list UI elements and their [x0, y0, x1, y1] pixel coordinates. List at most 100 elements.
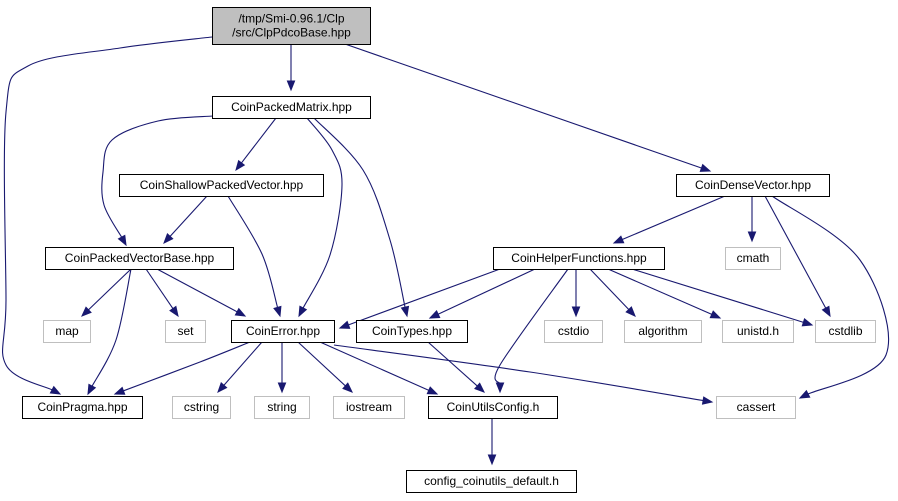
- edge-arrowhead: [428, 310, 441, 319]
- node-label: cassert: [737, 400, 776, 414]
- node-label: set: [177, 324, 194, 338]
- edge-arrowhead: [426, 386, 439, 395]
- node-cstdlib: cstdlib: [815, 320, 876, 343]
- edge-coinerror-to-iostream: [297, 341, 353, 393]
- node-set: set: [165, 320, 206, 343]
- node-cmath: cmath: [725, 247, 781, 270]
- edge-coinpackedvectorbase-to-coinerror: [156, 268, 247, 317]
- node-label: CoinShallowPackedVector.hpp: [140, 178, 304, 192]
- edge-arrowhead: [338, 320, 351, 329]
- node-box: [725, 247, 781, 270]
- node-box: [544, 320, 603, 343]
- node-label: cmath: [737, 251, 770, 265]
- edge-coinerror-to-coinutilsconfig: [319, 341, 439, 395]
- edge-arrowhead: [277, 382, 287, 394]
- edge-line: [297, 341, 347, 387]
- edge-coinpackedvectorbase-to-map: [81, 268, 132, 317]
- edge-line: [344, 43, 703, 169]
- node-label: cstring: [184, 400, 219, 414]
- node-box: [428, 396, 558, 419]
- edge-line: [91, 268, 132, 388]
- edge-coinhelperfunctions-to-coinutilsconfig: [494, 268, 569, 394]
- edge-coinhelperfunctions-to-algorithm: [589, 268, 636, 317]
- edge-arrowhead: [798, 389, 811, 399]
- edge-line: [101, 115, 214, 239]
- node-coinhelperfunctions[interactable]: CoinHelperFunctions.hpp: [493, 247, 665, 270]
- edge-line: [427, 341, 479, 388]
- edge-line: [240, 117, 277, 164]
- node-label: CoinDenseVector.hpp: [695, 178, 811, 192]
- edge-line: [333, 344, 705, 402]
- node-box: [22, 396, 143, 419]
- node-cstdio: cstdio: [544, 320, 603, 343]
- edge-line: [589, 268, 630, 311]
- edge-line: [302, 117, 343, 310]
- node-coindensevector[interactable]: CoinDenseVector.hpp: [676, 174, 830, 197]
- edge-arrowhead: [612, 235, 625, 244]
- node-box: [716, 396, 796, 419]
- edge-coindensevector-to-coinhelperfunctions: [612, 195, 726, 244]
- node-coinutilsconfig[interactable]: CoinUtilsConfig.h: [428, 396, 558, 419]
- edge-line: [1, 36, 213, 391]
- edge-coinpackedmatrix-to-coinerror: [298, 117, 343, 318]
- node-label: CoinPackedVectorBase.hpp: [65, 251, 215, 265]
- node-box: [43, 320, 91, 343]
- node-box: [815, 320, 876, 343]
- node-box: [356, 320, 468, 343]
- edge-clppdcobase-to-coinpragma: [1, 36, 213, 395]
- edge-coinhelperfunctions-to-cstdio: [571, 269, 581, 318]
- edge-line: [494, 268, 569, 385]
- node-box: [231, 320, 335, 343]
- node-box: [722, 320, 794, 343]
- node-coinpackedvectorbase[interactable]: CoinPackedVectorBase.hpp: [45, 247, 234, 270]
- node-label: /tmp/Smi-0.96.1/Clp: [238, 12, 344, 26]
- node-cassert: cassert: [716, 396, 796, 419]
- nodes-layer: /tmp/Smi-0.96.1/Clp/src/ClpPdcoBase.hppC…: [22, 7, 876, 493]
- edge-line: [122, 341, 251, 392]
- edge-coinshallowpackedvector-to-coinpackedvectorbase: [163, 195, 208, 244]
- edge-clppdcobase-to-coinpackedmatrix: [286, 44, 296, 92]
- node-cointypes[interactable]: CoinTypes.hpp: [356, 320, 468, 343]
- edge-line: [771, 195, 890, 395]
- edge-coinutilsconfig-to-configdefault: [487, 418, 497, 466]
- edge-arrowhead: [273, 305, 282, 318]
- edge-coinerror-to-cstring: [217, 341, 263, 394]
- edge-line: [145, 268, 174, 310]
- edge-arrowhead: [217, 382, 228, 394]
- node-coinerror[interactable]: CoinError.hpp: [231, 320, 335, 343]
- edge-line: [437, 268, 536, 316]
- node-coinpackedmatrix[interactable]: CoinPackedMatrix.hpp: [212, 96, 371, 119]
- node-coinshallowpackedvector[interactable]: CoinShallowPackedVector.hpp: [119, 174, 324, 197]
- edge-coinpackedmatrix-to-coinshallowpackedvector: [235, 117, 277, 172]
- edge-coindensevector-to-cmath: [747, 196, 757, 243]
- edge-arrowhead: [571, 306, 581, 318]
- edge-arrowhead: [821, 305, 831, 318]
- node-label: /src/ClpPdcoBase.hpp: [232, 26, 351, 40]
- edge-arrowhead: [234, 307, 247, 317]
- edge-coinpackedvectorbase-to-coinpragma: [87, 268, 132, 396]
- node-clppdcobase[interactable]: /tmp/Smi-0.96.1/Clp/src/ClpPdcoBase.hpp: [212, 7, 371, 45]
- edge-line: [621, 195, 726, 241]
- node-label: unistd.h: [737, 324, 779, 338]
- edge-line: [87, 268, 132, 311]
- node-box: [624, 320, 702, 343]
- node-box: [119, 174, 324, 197]
- node-coinpragma[interactable]: CoinPragma.hpp: [22, 396, 143, 419]
- edge-coinerror-to-cassert: [333, 344, 714, 405]
- node-box: [45, 247, 234, 270]
- edge-arrowhead: [298, 305, 308, 318]
- edge-arrowhead: [117, 234, 127, 247]
- node-box: [212, 7, 371, 45]
- node-label: string: [267, 400, 296, 414]
- node-box: [254, 396, 310, 419]
- node-box: [333, 396, 405, 419]
- node-box: [165, 320, 206, 343]
- edge-arrowhead: [235, 159, 246, 172]
- node-configdefault[interactable]: config_coinutils_default.h: [406, 470, 577, 493]
- edges-layer: [1, 36, 890, 466]
- edge-arrowhead: [342, 382, 353, 393]
- edge-line: [168, 195, 208, 238]
- edge-coinpackedvectorbase-to-set: [145, 268, 179, 318]
- edge-arrowhead: [801, 318, 814, 327]
